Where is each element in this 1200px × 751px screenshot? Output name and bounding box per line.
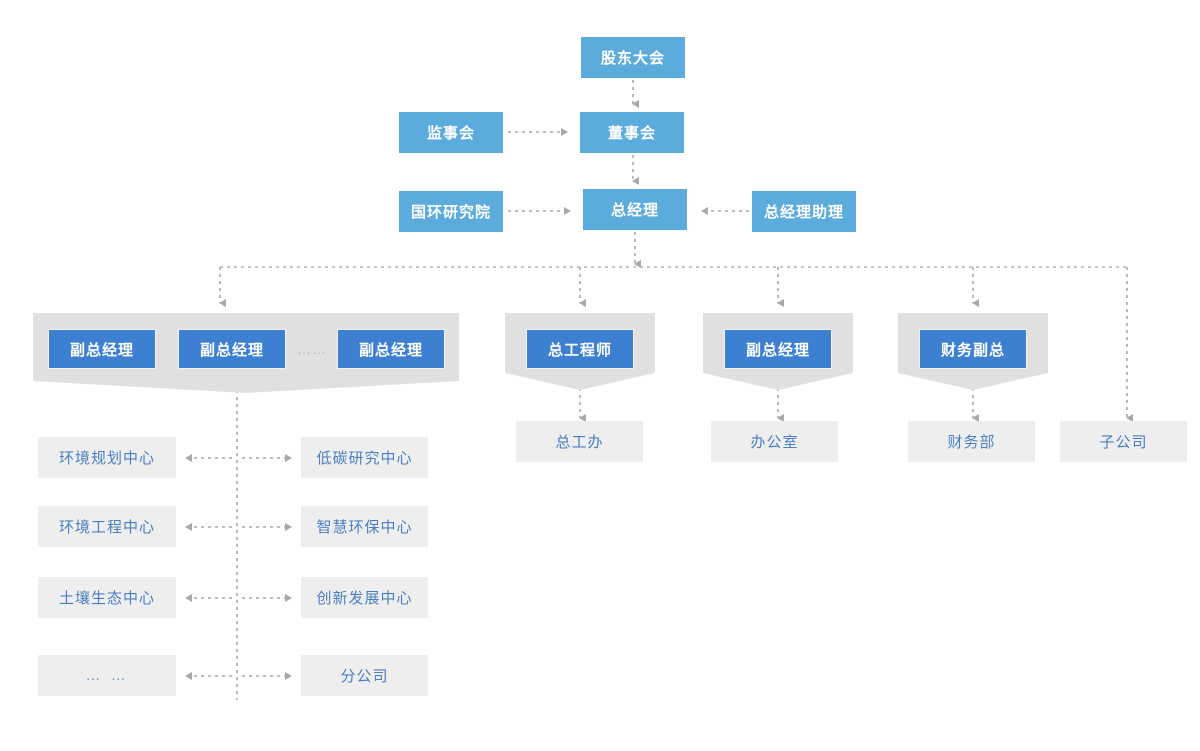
node-label: 分公司: [340, 668, 389, 685]
node-finance-department[interactable]: 财务部: [908, 421, 1035, 462]
node-label: 总经理: [610, 202, 659, 219]
node-label: 国环研究院: [410, 204, 491, 221]
node-label: 总工程师: [547, 341, 612, 359]
node-label: 环境规划中心: [58, 450, 155, 467]
node-soil-ecology-center[interactable]: 土壤生态中心: [38, 577, 176, 618]
node-innovation-development-center[interactable]: 创新发展中心: [301, 577, 428, 618]
node-label: 智慧环保中心: [316, 519, 413, 536]
node-deputy-gm-3[interactable]: 副总经理: [337, 329, 445, 369]
node-label: 子公司: [1099, 434, 1148, 451]
node-branch-company[interactable]: 分公司: [301, 655, 428, 696]
node-label: … …: [85, 667, 129, 684]
node-smart-environment-center[interactable]: 智慧环保中心: [301, 506, 428, 547]
node-label: 财务副总: [940, 341, 1005, 359]
node-label: 总经理助理: [763, 204, 844, 221]
node-label: 副总经理: [358, 341, 423, 359]
node-left-column-more[interactable]: … …: [38, 655, 176, 696]
node-label: 副总经理: [199, 341, 264, 359]
node-label: 财务部: [947, 434, 996, 451]
node-label: 董事会: [607, 125, 656, 142]
node-research-institute[interactable]: 国环研究院: [399, 191, 503, 232]
node-label: 副总经理: [69, 341, 134, 359]
node-low-carbon-research-center[interactable]: 低碳研究中心: [301, 437, 428, 478]
node-label: 办公室: [750, 434, 799, 451]
node-chief-engineer-office[interactable]: 总工办: [516, 421, 643, 462]
ellipsis-label: ……: [297, 341, 327, 357]
node-shareholders-meeting[interactable]: 股东大会: [581, 37, 685, 78]
node-deputy-gm-office[interactable]: 副总经理: [724, 329, 832, 369]
node-deputy-gm-2[interactable]: 副总经理: [178, 329, 286, 369]
node-chief-engineer[interactable]: 总工程师: [526, 329, 634, 369]
node-label: 低碳研究中心: [316, 450, 413, 467]
node-gm-assistant[interactable]: 总经理助理: [752, 191, 856, 232]
node-finance-vp[interactable]: 财务副总: [919, 329, 1027, 369]
node-label: 总工办: [555, 434, 604, 451]
node-label: 副总经理: [745, 341, 810, 359]
node-env-planning-center[interactable]: 环境规划中心: [38, 437, 176, 478]
node-administrative-office[interactable]: 办公室: [711, 421, 838, 462]
node-label: 监事会: [426, 125, 475, 142]
node-label: 土壤生态中心: [58, 590, 155, 607]
node-label: 股东大会: [600, 50, 665, 67]
node-env-engineering-center[interactable]: 环境工程中心: [38, 506, 176, 547]
node-label: 创新发展中心: [316, 590, 413, 607]
node-board-of-supervisors[interactable]: 监事会: [399, 112, 503, 153]
node-deputy-gm-1[interactable]: 副总经理: [48, 329, 156, 369]
deputy-gm-ellipsis: ……: [288, 329, 336, 369]
node-subsidiary-company[interactable]: 子公司: [1060, 421, 1187, 462]
node-label: 环境工程中心: [58, 519, 155, 536]
node-board-of-directors[interactable]: 董事会: [580, 112, 684, 153]
node-general-manager[interactable]: 总经理: [583, 189, 687, 230]
